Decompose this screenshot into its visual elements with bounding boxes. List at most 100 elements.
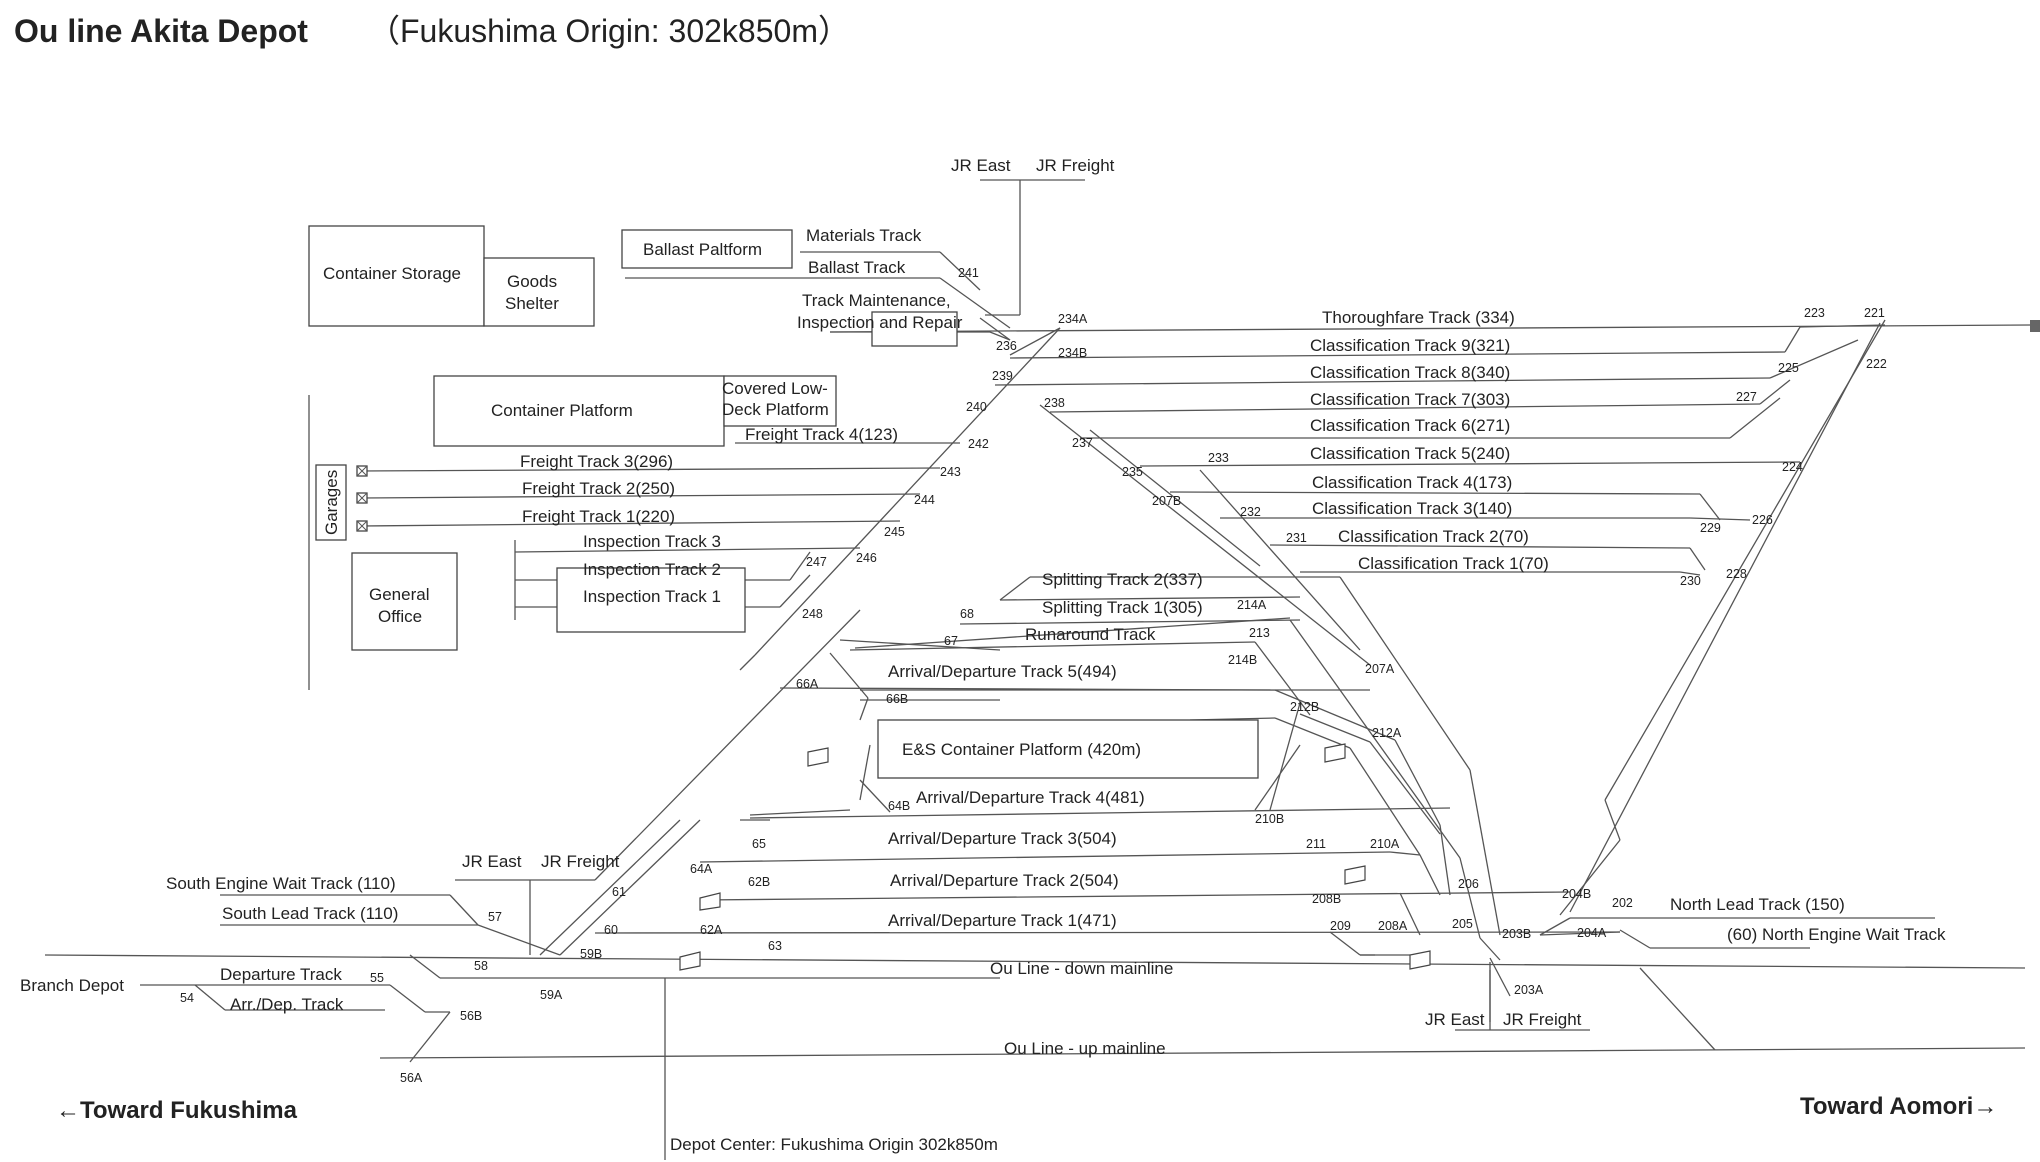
switch-label: 237 — [1072, 436, 1093, 450]
label-ad-5: Arrival/Departure Track 5(494) — [888, 662, 1117, 681]
general-office-box — [351, 552, 458, 651]
switch-label: 247 — [806, 555, 827, 569]
label-inspection-2: Inspection Track 2 — [583, 560, 721, 579]
label-general-office-2: Office — [378, 607, 422, 626]
depot-center-label: Depot Center: Fukushima Origin 302k850m — [670, 1135, 998, 1154]
label-ballast-track: Ballast Track — [808, 258, 906, 277]
switch-label: 221 — [1864, 306, 1885, 320]
switch-label: 231 — [1286, 531, 1307, 545]
label-class-5: Classification Track 5(240) — [1310, 444, 1510, 463]
label-class-3: Classification Track 3(140) — [1312, 499, 1512, 518]
switch-label: 210A — [1370, 837, 1400, 851]
switch-label: 229 — [1700, 521, 1721, 535]
label-up-mainline: Ou Line - up mainline — [1004, 1039, 1166, 1058]
label-class-8: Classification Track 8(340) — [1310, 363, 1510, 382]
switch-label: 59B — [580, 947, 602, 961]
switch-label: 209 — [1330, 919, 1351, 933]
direction-toward-fukushima: ←Toward Fukushima — [56, 1097, 298, 1124]
label-garages: Garages — [322, 470, 341, 535]
label-jr-east-top: JR East — [951, 156, 1011, 175]
switch-label: 212B — [1290, 700, 1319, 714]
switch-label: 57 — [488, 910, 502, 924]
label-container-storage: Container Storage — [323, 264, 461, 283]
label-goods-shelter-2: Shelter — [505, 294, 559, 313]
goods-shelter-box — [483, 257, 595, 327]
label-splitting-2: Splitting Track 2(337) — [1042, 570, 1203, 589]
signal-icon — [1324, 743, 1346, 763]
switch-label: 203A — [1514, 983, 1544, 997]
switch-label: 214B — [1228, 653, 1257, 667]
garages-box — [315, 464, 347, 541]
label-track-maint-1: Track Maintenance, — [802, 291, 951, 310]
label-class-6: Classification Track 6(271) — [1310, 416, 1510, 435]
label-inspection-3: Inspection Track 3 — [583, 532, 721, 551]
label-jr-freight-mid: JR Freight — [541, 852, 620, 871]
label-ad-2: Arrival/Departure Track 2(504) — [890, 871, 1119, 890]
switch-label: 66A — [796, 677, 819, 691]
switch-label: 241 — [958, 266, 979, 280]
label-runaround: Runaround Track — [1025, 625, 1156, 644]
switch-label: 206 — [1458, 877, 1479, 891]
switch-label: 244 — [914, 493, 935, 507]
switch-label: 246 — [856, 551, 877, 565]
label-arr-dep-track: Arr./Dep. Track — [230, 995, 344, 1014]
covered-platform-box — [723, 375, 837, 427]
switch-label: 60 — [604, 923, 618, 937]
ballast-platform-box — [621, 229, 793, 269]
label-goods-shelter-1: Goods — [507, 272, 557, 291]
label-ad-4: Arrival/Departure Track 4(481) — [916, 788, 1145, 807]
switch-label: 207B — [1152, 494, 1181, 508]
track-lines — [44, 179, 2031, 1160]
switch-label: 227 — [1736, 390, 1757, 404]
signal-icon — [807, 747, 829, 767]
switch-label: 207A — [1365, 662, 1395, 676]
label-jr-freight-bot: JR Freight — [1503, 1010, 1582, 1029]
switch-label: 232 — [1240, 505, 1261, 519]
label-jr-east-bot: JR East — [1425, 1010, 1485, 1029]
switch-label: 212A — [1372, 726, 1402, 740]
switch-label: 65 — [752, 837, 766, 851]
switch-label: 55 — [370, 971, 384, 985]
label-es-platform: E&S Container Platform (420m) — [902, 740, 1141, 759]
direction-toward-aomori: Toward Aomori→ — [1800, 1093, 1997, 1120]
switch-label: 234A — [1058, 312, 1088, 326]
label-jr-east-mid: JR East — [462, 852, 522, 871]
label-jr-freight-top: JR Freight — [1036, 156, 1115, 175]
switch-label: 56B — [460, 1009, 482, 1023]
switch-numbers: 241 236 234A 234B 239 240 238 237 235 23… — [180, 266, 1887, 1085]
container-platform-box — [433, 375, 725, 447]
switch-label: 64A — [690, 862, 713, 876]
inspection-box — [556, 567, 746, 633]
switch-label: 238 — [1044, 396, 1065, 410]
label-class-1: Classification Track 1(70) — [1358, 554, 1549, 573]
switch-label: 202 — [1612, 896, 1633, 910]
buildings — [308, 225, 1259, 779]
track-labels: JR East JR Freight Container Storage Goo… — [20, 156, 1946, 1058]
switch-label: 210B — [1255, 812, 1284, 826]
track-maint-box — [871, 311, 958, 347]
switch-label: 235 — [1122, 465, 1143, 479]
label-general-office-1: General — [369, 585, 429, 604]
page-title: Ou line Akita Depot — [14, 13, 308, 49]
switch-label: 233 — [1208, 451, 1229, 465]
switch-label: 230 — [1680, 574, 1701, 588]
switch-label: 204B — [1562, 887, 1591, 901]
switch-label: 208A — [1378, 919, 1408, 933]
label-ad-1: Arrival/Departure Track 1(471) — [888, 911, 1117, 930]
switch-label: 222 — [1866, 357, 1887, 371]
signal-icon — [699, 892, 721, 911]
switch-label: 64B — [888, 799, 910, 813]
label-south-lead: South Lead Track (110) — [222, 904, 398, 923]
garage-door-icons — [356, 465, 368, 532]
switch-label: 224 — [1782, 460, 1803, 474]
label-class-4: Classification Track 4(173) — [1312, 473, 1512, 492]
switch-label: 225 — [1778, 361, 1799, 375]
switch-label: 68 — [960, 607, 974, 621]
switch-label: 204A — [1577, 926, 1607, 940]
up-mainline-line — [379, 1047, 2026, 1059]
switch-label: 62B — [748, 875, 770, 889]
switch-label: 54 — [180, 991, 194, 1005]
label-inspection-1: Inspection Track 1 — [583, 587, 721, 606]
label-materials-track: Materials Track — [806, 226, 922, 245]
